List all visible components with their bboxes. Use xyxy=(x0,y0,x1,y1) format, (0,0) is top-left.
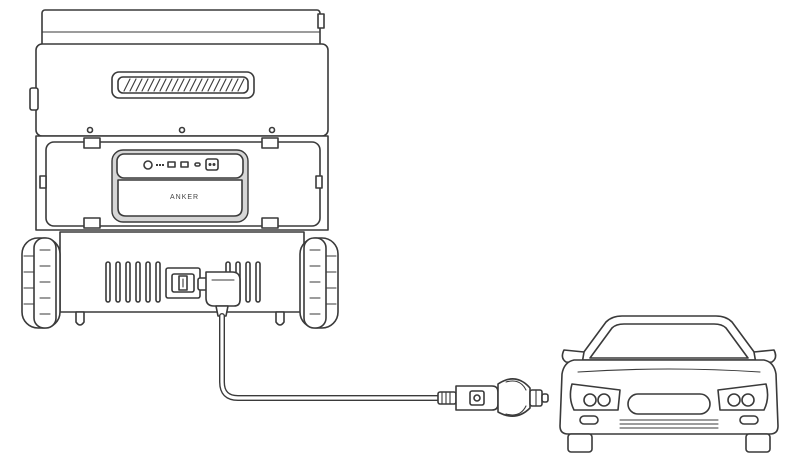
lid-hinge xyxy=(317,13,325,29)
bay-latch xyxy=(315,175,323,189)
screws xyxy=(86,126,276,134)
car-lighter-plug xyxy=(437,378,549,417)
left-fog-light xyxy=(579,415,599,425)
unit-front xyxy=(117,179,243,217)
left-tire xyxy=(567,433,593,453)
side-handle xyxy=(29,87,39,111)
bay-clip xyxy=(261,137,279,149)
cart-lid xyxy=(41,9,321,49)
right-wheel xyxy=(299,237,339,329)
left-wheel xyxy=(21,237,61,329)
cable-plug xyxy=(197,271,241,317)
bay-clip xyxy=(83,217,101,229)
right-tire xyxy=(745,433,771,453)
power-station-unit: ANKER xyxy=(111,149,249,223)
left-headlight xyxy=(569,383,621,411)
bay-latch xyxy=(39,175,47,189)
windshield xyxy=(589,323,749,359)
car-charging-port xyxy=(165,267,201,299)
right-headlight xyxy=(717,383,769,411)
front-grille xyxy=(627,393,711,415)
port-panel xyxy=(116,153,244,179)
brand-logo: ANKER xyxy=(170,194,199,201)
right-fog-light xyxy=(739,415,759,425)
port-icons xyxy=(156,158,219,171)
cable-strain-relief xyxy=(437,391,457,405)
car-front-view xyxy=(559,315,779,453)
top-vent-grille xyxy=(111,71,255,99)
cart-foot xyxy=(275,311,285,326)
charging-cable xyxy=(219,313,443,401)
bay-clip xyxy=(83,137,101,149)
plug-grip xyxy=(497,378,531,417)
power-button-icon xyxy=(143,160,153,170)
bay-clip xyxy=(261,217,279,229)
power-station-cart: ANKER xyxy=(21,9,339,329)
cart-foot xyxy=(75,311,85,326)
bumper-intake xyxy=(619,419,719,429)
